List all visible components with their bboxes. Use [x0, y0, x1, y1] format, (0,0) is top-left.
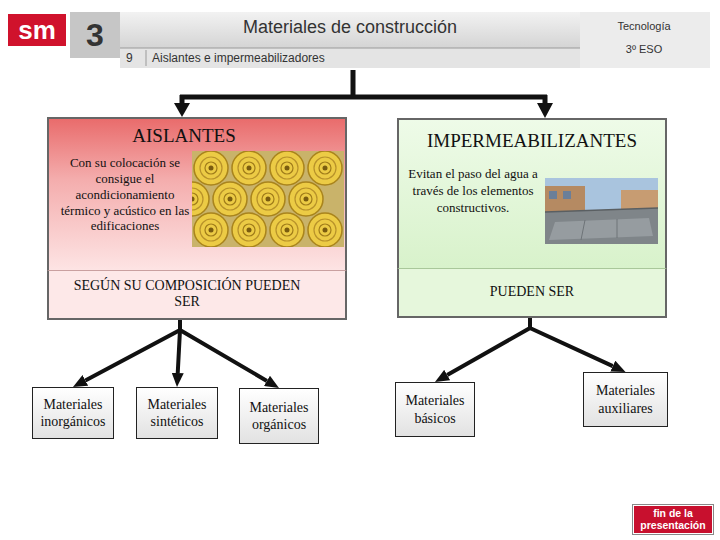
- roll: [289, 182, 323, 216]
- description: Con su colocación se consigue el acondic…: [55, 155, 195, 234]
- panel-box: SEGÚN SU COMPOSICIÓN PUEDEN SER: [47, 270, 347, 320]
- section-heading: AISLANTES: [49, 125, 319, 147]
- category-box: Materiales orgánicos: [239, 388, 319, 444]
- window: [563, 191, 571, 199]
- slide-title: Materiales de construcción: [120, 17, 580, 38]
- roll: [232, 151, 266, 185]
- roll: [194, 151, 228, 185]
- branch-caption: SEGÚN SU COMPOSICIÓN PUEDEN SER: [62, 278, 312, 310]
- branch-arrow: [530, 318, 613, 366]
- logo-block: [8, 14, 66, 46]
- subject-name: Tecnología: [588, 20, 700, 32]
- lesson-title: Aislantes e impermeabilizadores: [152, 51, 325, 65]
- category-box: Materiales auxiliares: [583, 372, 668, 427]
- category-box: Materiales básicos: [395, 382, 475, 437]
- arrow-head: [174, 103, 190, 117]
- membrane: [549, 218, 653, 240]
- roll: [270, 213, 304, 247]
- roll: [194, 213, 228, 247]
- category-box: Materiales sintéticos: [136, 387, 218, 439]
- category-label: Materiales sintéticos: [140, 396, 214, 431]
- panel-box: IMPERMEABILIZANTES Evitan el paso del agu…: [397, 118, 667, 268]
- title-bar: [120, 12, 580, 48]
- roof-surface: [545, 208, 658, 244]
- category-label: Materiales orgánicos: [243, 399, 315, 434]
- subject-panel: [580, 12, 710, 68]
- branch-arrow: [85, 320, 180, 380]
- roll: [192, 182, 209, 216]
- window: [549, 191, 557, 199]
- insulation-rolls-picture: [192, 151, 344, 247]
- seam: [617, 219, 618, 238]
- roll: [270, 151, 304, 185]
- branch-arrow: [447, 318, 530, 375]
- panel-box: PUEDEN SER: [397, 268, 667, 318]
- divider-line: [120, 48, 580, 49]
- subtitle-band: [120, 48, 580, 68]
- publisher-logo: sm: [8, 14, 66, 46]
- arrow-head: [537, 103, 553, 118]
- parapet: [545, 208, 658, 212]
- flat-roof-picture: [545, 178, 658, 244]
- section-heading: IMPERMEABILIZANTES: [399, 130, 665, 152]
- roll: [251, 182, 285, 216]
- lesson-number: 9: [126, 51, 133, 65]
- button-label: fin de la presentación: [635, 508, 711, 531]
- picture-ground: [192, 151, 344, 247]
- branch-caption: PUEDEN SER: [399, 269, 665, 300]
- bracket-line: [180, 70, 547, 104]
- roll: [308, 151, 342, 185]
- unit-box: [70, 12, 120, 58]
- category-box: Materiales inorgánicos: [32, 387, 114, 439]
- end-button: fin de la presentación: [633, 505, 713, 534]
- sky: [545, 178, 658, 244]
- category-label: Materiales auxiliares: [587, 382, 664, 417]
- roll: [232, 213, 266, 247]
- unit-number: 3: [70, 12, 120, 58]
- roll: [308, 213, 342, 247]
- category-label: Materiales básicos: [399, 392, 471, 427]
- top-bracket: [174, 70, 553, 118]
- category-label: Materiales inorgánicos: [36, 396, 110, 431]
- course-level: 3º ESO: [588, 43, 700, 55]
- divider-line: [146, 50, 147, 66]
- branch-arrow: [180, 320, 267, 381]
- panel-box: AISLANTES Con su colocación se consigue e…: [47, 117, 347, 270]
- building-wall: [545, 186, 585, 212]
- description: Evitan el paso del agua a través de los …: [403, 166, 543, 217]
- seam: [581, 220, 585, 240]
- roll: [213, 182, 247, 216]
